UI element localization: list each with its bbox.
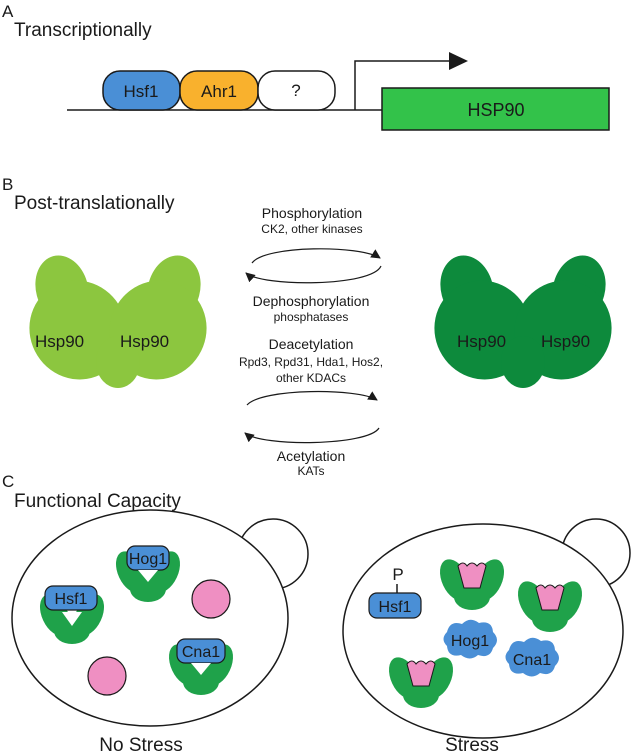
hsp90-gene: HSP90 [381, 87, 610, 131]
chaperone-hog1-complex: Hog1 [115, 545, 181, 602]
hsf1-box: Hsf1 [102, 70, 181, 111]
free-cna1-client: Cna1 [505, 637, 559, 677]
free-client-circle [87, 656, 127, 696]
hsp90-left-monomer-label-a: Hsp90 [35, 332, 84, 351]
panel-b-title: Post-translationally [14, 193, 175, 214]
panel-b-letter: B [2, 175, 13, 194]
deacetylation-arrow [246, 391, 378, 406]
stress-hsf1-box [368, 592, 422, 619]
chaperone-misfolded-complex [439, 559, 505, 610]
deacetylation-enzymes-line1: Rpd3, Rpd31, Hda1, Hos2, [239, 355, 383, 369]
no-stress-label: No Stress [99, 735, 182, 754]
free-client-circle [191, 579, 231, 619]
hsp90-dimer-unmodified [29, 255, 207, 388]
deacetylation-enzymes-line2: other KDACs [276, 371, 346, 385]
dephosphorylation-label: Dephosphorylation [253, 293, 370, 309]
no-stress-hog1-label: Hog1 [129, 551, 167, 568]
phosphorylation-enzymes: CK2, other kinases [261, 222, 362, 236]
chaperone-cna1-complex: Cna1 [168, 638, 234, 695]
phosphorylation-label: Phosphorylation [262, 205, 362, 221]
dephosphorylation-enzymes: phosphatases [274, 310, 349, 324]
panel-a: A Transcriptionally Hsf1 Ahr1 ? HSP90 [2, 2, 610, 131]
transcription-arrowhead [449, 52, 468, 70]
free-hog1-client: Hog1 [443, 619, 497, 659]
no-stress-hsf1-label: Hsf1 [55, 591, 88, 608]
panel-a-title: Transcriptionally [14, 20, 152, 41]
ahr1-box: Ahr1 [179, 70, 259, 111]
no-stress-cna1-label: Cna1 [182, 644, 220, 661]
stress-hog1-label: Hog1 [451, 633, 489, 650]
dephosphorylation-arrow [245, 265, 382, 284]
panel-a-letter: A [2, 2, 14, 21]
stress-label: Stress [445, 735, 499, 754]
phospho-label: P [392, 565, 403, 584]
chaperone-misfolded-complex [388, 657, 454, 708]
panel-c: C Functional Capacity Hog1 [2, 472, 631, 754]
hsp90-left-monomer-label-b: Hsp90 [120, 332, 169, 351]
panel-c-letter: C [2, 472, 14, 491]
stress-hsf1-label: Hsf1 [379, 599, 412, 616]
hsp90-right-monomer-label-a: Hsp90 [457, 332, 506, 351]
panel-b: B Post-translationally Hsp90 Hsp90 Hsp90… [2, 175, 612, 478]
acetylation-label: Acetylation [277, 448, 345, 464]
panel-c-title: Functional Capacity [14, 491, 181, 512]
hsf1-box-label: Hsf1 [124, 82, 159, 101]
hsp90-dimer-modified [434, 255, 612, 388]
deacetylation-label: Deacetylation [269, 336, 354, 352]
acetylation-arrow [244, 427, 380, 444]
chaperone-hsf1-complex: Hsf1 [39, 585, 105, 644]
acetylation-enzymes: KATs [297, 464, 324, 478]
stress-cna1-label: Cna1 [513, 652, 551, 669]
no-stress-cell: Hog1 Hsf1 [11, 509, 309, 727]
chaperone-misfolded-complex [517, 581, 583, 632]
unknown-factor-label: ? [291, 81, 300, 100]
hsp90-gene-label: HSP90 [467, 100, 524, 120]
unknown-factor-box: ? [257, 70, 336, 111]
phosphorylation-arrow [251, 248, 381, 264]
ahr1-box-label: Ahr1 [201, 82, 237, 101]
stress-cell: P Hsf1 [342, 518, 631, 739]
transcription-start-arrow [354, 60, 452, 110]
hsp90-right-monomer-label-b: Hsp90 [541, 332, 590, 351]
